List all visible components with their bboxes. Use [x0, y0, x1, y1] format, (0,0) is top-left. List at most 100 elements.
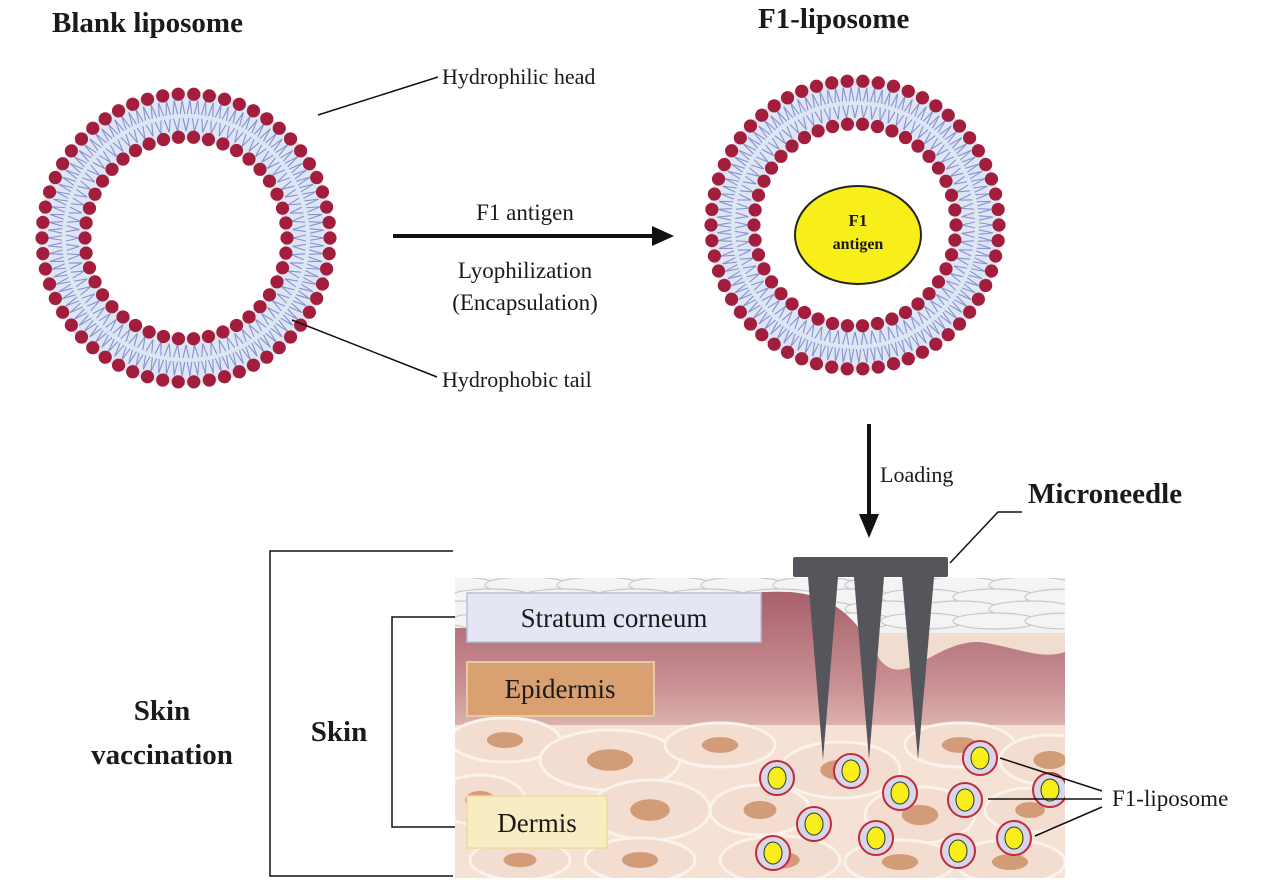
head-bead: [733, 131, 747, 145]
head-bead: [886, 79, 901, 93]
head-bead: [748, 203, 762, 217]
tail-line: [890, 343, 899, 357]
head-bead: [811, 312, 825, 326]
tail-line: [966, 277, 980, 287]
tail-line: [109, 144, 117, 157]
tail-line: [69, 302, 81, 314]
head-bead: [310, 291, 324, 306]
tail-line: [908, 99, 913, 114]
tail-line: [934, 319, 946, 330]
loading-arrow-head: [859, 514, 879, 538]
head-bead: [322, 215, 336, 230]
head-bead: [171, 87, 185, 101]
tail-line: [910, 315, 921, 327]
tail-line: [150, 357, 153, 372]
head-bead: [187, 87, 201, 101]
tail-line: [930, 141, 943, 150]
tail-line: [135, 352, 140, 367]
head-bead: [711, 172, 726, 186]
tail-line: [186, 99, 191, 115]
tail-line: [937, 120, 946, 134]
tail-line: [120, 328, 131, 340]
tail-line: [850, 348, 855, 364]
tail-line: [876, 346, 883, 361]
tail-line: [309, 229, 324, 234]
tail-line: [291, 302, 303, 314]
tail-line: [287, 203, 302, 206]
tail-line: [278, 319, 289, 332]
tail-line: [95, 133, 104, 147]
tail-line: [904, 99, 913, 112]
tail-line: [69, 162, 81, 174]
tail-line: [727, 170, 742, 176]
tail-line: [75, 278, 88, 288]
tail-line: [866, 348, 869, 363]
tail-line: [133, 333, 138, 347]
tail-line: [960, 202, 974, 209]
tail-line: [47, 235, 63, 239]
particle-antigen: [1004, 826, 1024, 850]
tail-line: [225, 106, 230, 121]
head-bead: [767, 99, 781, 113]
tail-line: [755, 156, 769, 163]
tail-line: [917, 125, 924, 139]
head-bead: [262, 288, 277, 302]
tail-line: [78, 317, 92, 326]
head-bead: [871, 360, 885, 374]
tail-line: [282, 314, 294, 326]
tail-line: [854, 331, 859, 346]
tail-line: [855, 86, 860, 102]
tail-line: [266, 157, 276, 169]
tail-line: [917, 311, 929, 321]
tail-line: [916, 331, 927, 344]
tail-line: [297, 176, 311, 186]
tail-line: [753, 310, 766, 319]
head-bead: [825, 316, 840, 331]
tail-line: [734, 283, 747, 294]
head-bead: [929, 99, 943, 113]
tail-line: [730, 277, 744, 287]
tail-line: [228, 354, 237, 367]
tail-line: [924, 131, 932, 144]
head-bead: [36, 246, 50, 261]
tail-line: [65, 169, 78, 180]
tail-line: [770, 115, 779, 129]
tail-line: [81, 293, 95, 299]
tail-line: [749, 273, 761, 283]
tail-line: [248, 142, 260, 152]
head-bead: [707, 187, 721, 201]
tail-line: [151, 339, 154, 354]
particle-antigen: [948, 839, 968, 863]
cell-nucleus: [586, 749, 634, 771]
head-bead: [156, 132, 171, 147]
tail-line: [65, 296, 78, 307]
tail-line: [738, 293, 753, 301]
head-bead: [725, 144, 739, 158]
head-bead: [272, 341, 286, 355]
tail-line: [956, 190, 971, 193]
tail-line: [74, 156, 88, 164]
tail-line: [292, 300, 307, 307]
head-bead: [901, 84, 915, 98]
tail-line: [117, 138, 124, 152]
tail-line: [922, 110, 934, 122]
tail-line: [163, 119, 170, 133]
tail-line: [255, 318, 267, 328]
tail-line: [960, 149, 972, 161]
head-bead: [156, 373, 170, 387]
tail-line: [67, 220, 81, 223]
tail-line: [717, 240, 733, 242]
tail-line: [292, 237, 307, 242]
tail-line: [277, 177, 291, 183]
head-bead: [795, 84, 809, 98]
tail-line: [186, 361, 191, 377]
tail-line: [871, 330, 878, 344]
tail-line: [834, 347, 841, 362]
tail-line: [61, 290, 75, 300]
head-bead: [751, 188, 766, 202]
tail-line: [903, 320, 908, 334]
tail-line: [218, 124, 227, 137]
tail-line: [70, 270, 85, 273]
tail-line: [241, 133, 247, 147]
tail-line: [235, 112, 244, 125]
